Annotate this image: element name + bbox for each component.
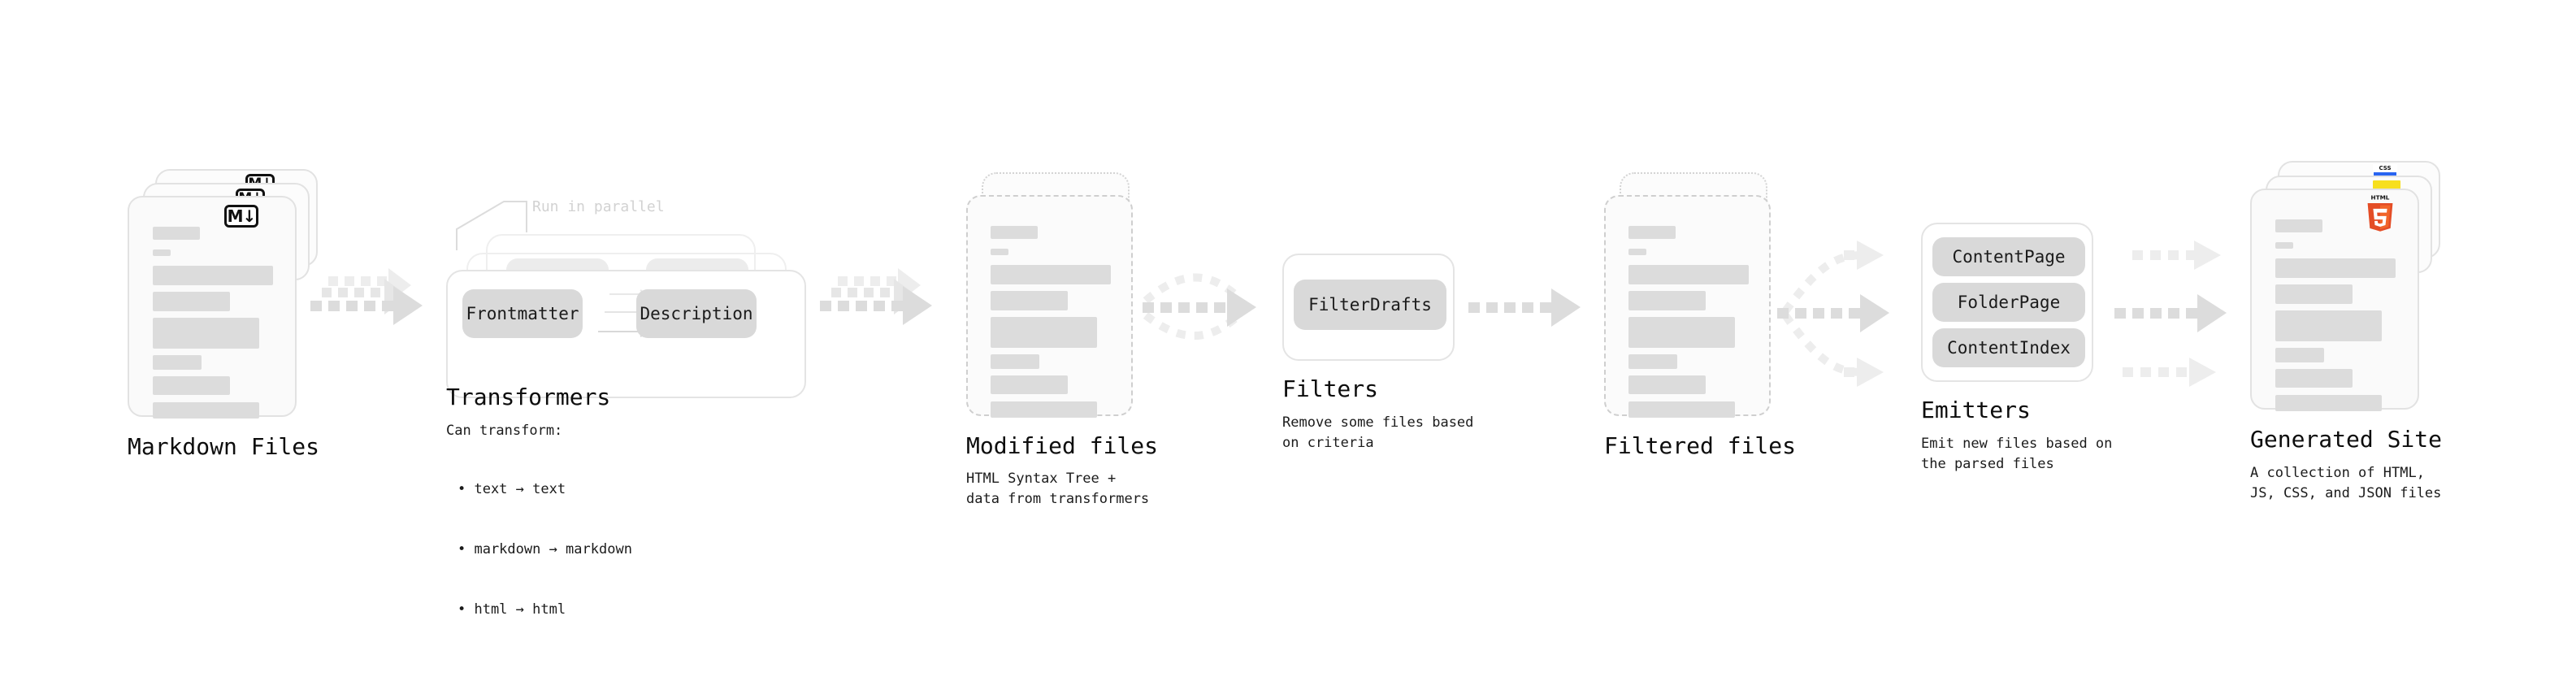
transformers-bullet-item: • markdown → markdown (458, 541, 632, 558)
doc-meta-bar (2275, 242, 2293, 249)
connector-markdown-to-transformers (310, 268, 423, 325)
filters-subtitle: Remove some files based on criteria (1282, 414, 1474, 451)
emitters-subtitle: Emit new files based on the parsed files (1921, 436, 2113, 472)
modified-document-front (966, 195, 1133, 418)
html5-icon: HTML (2367, 194, 2393, 232)
doc-content-bar (1628, 401, 1735, 418)
doc-content-bar (153, 266, 273, 285)
doc-content-bar (153, 402, 259, 419)
run-in-parallel-bracket (456, 201, 527, 250)
doc-content-bar (153, 292, 230, 311)
doc-content-bar (1628, 265, 1749, 284)
doc-content-bar (2275, 284, 2353, 304)
doc-content-bar (991, 317, 1097, 348)
css-icon-underline (2374, 172, 2396, 176)
doc-content-bar (2275, 258, 2396, 278)
doc-meta-bar (153, 249, 171, 256)
stage-title-emitters: Emitters (1921, 397, 2031, 423)
stage-title-filtered-files: Filtered files (1604, 432, 1797, 459)
doc-meta-bar (991, 249, 1008, 255)
modified-files-subtitle: HTML Syntax Tree + data from transformer… (966, 471, 1150, 507)
connector-filtered-to-emitters (1777, 241, 1889, 387)
css-icon: CSS (2373, 164, 2397, 176)
doc-title-bar (991, 226, 1038, 239)
doc-content-bar (2275, 369, 2353, 388)
emitters-chip-contentindex[interactable]: ContentIndex (1932, 328, 2085, 367)
run-in-parallel-label: Run in parallel (532, 198, 665, 215)
doc-title-bar (1628, 226, 1676, 239)
markdown-document-front (128, 196, 297, 419)
transformers-bullet-list: • text → text • markdown → markdown • ht… (458, 440, 632, 660)
doc-content-bar (153, 355, 202, 370)
connector-modified-to-filters (1143, 273, 1256, 340)
emitters-chip-folderpage[interactable]: FolderPage (1932, 283, 2085, 322)
stage-title-generated-site: Generated Site (2250, 426, 2443, 453)
stage-title-markdown-files: Markdown Files (128, 433, 320, 460)
doc-content-bar (153, 376, 230, 395)
stage-title-filters: Filters (1282, 375, 1379, 402)
connector-emitters-to-site (2114, 241, 2227, 387)
doc-content-bar (2275, 348, 2324, 362)
connector-transformers-to-modified (820, 268, 932, 325)
doc-content-bar (2275, 310, 2382, 341)
transformers-chip-description[interactable]: Description (636, 289, 757, 338)
stage-title-modified-files: Modified files (966, 432, 1159, 459)
transformers-chip-frontmatter[interactable]: Frontmatter (462, 289, 583, 338)
css-icon-label: CSS (2379, 165, 2392, 171)
doc-content-bar (2275, 395, 2382, 411)
doc-content-bar (991, 375, 1068, 394)
site-document-front (2250, 189, 2419, 411)
doc-content-bar (1628, 317, 1735, 348)
connector-filters-to-filtered (1468, 288, 1581, 327)
doc-content-bar (1628, 291, 1706, 310)
doc-content-bar (991, 354, 1039, 369)
html5-icon-wordmark: HTML (2371, 194, 2390, 202)
filtered-document-front (1604, 195, 1771, 418)
doc-content-bar (991, 401, 1097, 418)
doc-content-bar (153, 318, 259, 349)
filters-chip-filterdrafts[interactable]: FilterDrafts (1294, 280, 1446, 330)
emitters-chip-contentpage[interactable]: ContentPage (1932, 237, 2085, 276)
doc-title-bar (2275, 219, 2322, 232)
transformers-subtitle: Can transform: (446, 423, 563, 439)
doc-content-bar (991, 291, 1068, 310)
doc-title-bar (153, 227, 200, 240)
doc-content-bar (1628, 354, 1677, 369)
markdown-icon-front: M↓ (224, 205, 258, 228)
transformers-bullet-item: • html → html (458, 601, 566, 618)
doc-meta-bar (1628, 249, 1646, 255)
transformers-bullet-item: • text → text (458, 481, 566, 498)
stage-title-transformers: Transformers (446, 384, 611, 410)
doc-content-bar (1628, 375, 1706, 394)
doc-content-bar (991, 265, 1111, 284)
generated-site-subtitle: A collection of HTML, JS, CSS, and JSON … (2250, 465, 2442, 501)
